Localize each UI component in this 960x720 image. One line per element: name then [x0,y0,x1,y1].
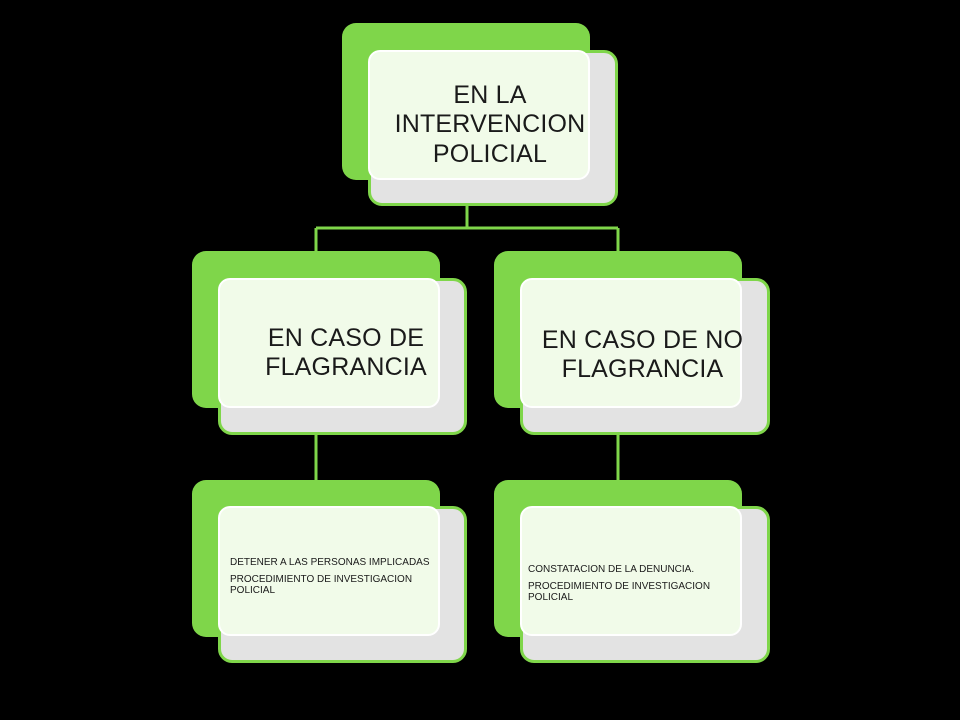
detail-text-block: DETENER A LAS PERSONAS IMPLICADAS PROCED… [230,557,452,602]
root-node-label: EN LA INTERVENCION POLICIAL [394,80,586,168]
branch-node-label: EN CASO DE FLAGRANCIA [265,323,427,382]
branch-node-card [218,278,440,408]
root-node-card [368,50,590,180]
detail-item: CONSTATACION DE LA DENUNCIA. [528,564,695,575]
detail-text-block: CONSTATACION DE LA DENUNCIA. PROCEDIMIEN… [528,564,753,609]
detail-item: PROCEDIMIENTO DE INVESTIGACION POLICIAL [528,581,711,603]
detail-item: DETENER A LAS PERSONAS IMPLICADAS [230,557,430,568]
detail-node-card [520,506,742,636]
branch-node-card [520,278,742,408]
detail-node-card [218,506,440,636]
detail-item: PROCEDIMIENTO DE INVESTIGACION POLICIAL [230,574,413,596]
branch-node-label: EN CASO DE NO FLAGRANCIA [541,325,744,384]
